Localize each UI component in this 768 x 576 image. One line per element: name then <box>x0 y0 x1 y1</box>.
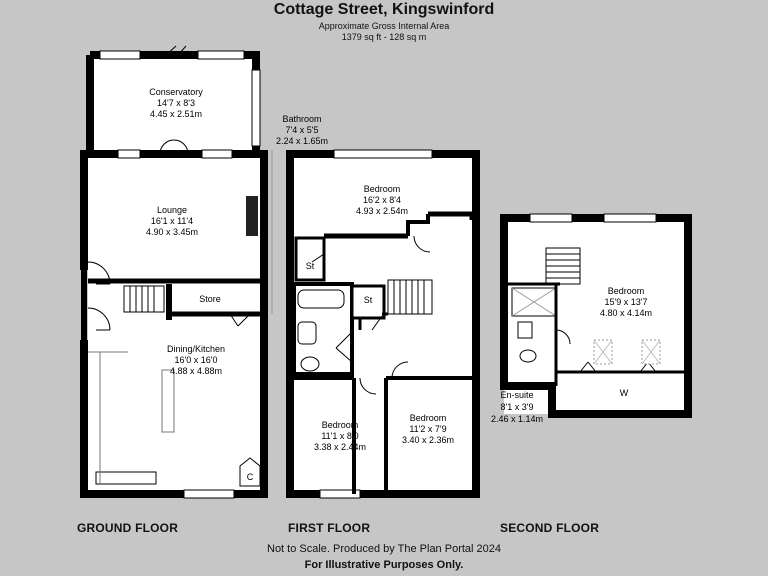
room-imperial: 14'7 x 8'3 <box>157 98 195 108</box>
room-store-label: Store <box>199 294 221 304</box>
room-imperial: 8'1 x 3'9 <box>501 402 534 412</box>
room-name: Bedroom <box>322 420 359 430</box>
room-dining-kitchen: Dining/Kitchen 16'0 x 16'0 4.88 x 4.88m <box>167 344 225 376</box>
room-lounge: Lounge 16'1 x 11'4 4.90 x 3.45m <box>146 205 198 237</box>
ground-floor-label: GROUND FLOOR <box>77 521 179 535</box>
room-metric: 2.24 x 1.65m <box>276 136 328 146</box>
area-figure: 1379 sq ft - 128 sq m <box>341 32 427 42</box>
room-name: Lounge <box>157 205 187 215</box>
area-subtitle: Approximate Gross Internal Area <box>318 21 450 31</box>
plan-title: Cottage Street, Kingswinford <box>273 1 495 18</box>
room-en-suite: En-suite 8'1 x 3'9 2.46 x 1.14m <box>491 390 543 424</box>
room-name: Bathroom <box>282 114 321 124</box>
room-bedroom-3: Bedroom 11'2 x 7'9 3.40 x 2.36m <box>402 413 454 445</box>
room-bedroom-2: Bedroom 11'1 x 8'0 3.38 x 2.44m <box>314 420 366 452</box>
room-imperial: 15'9 x 13'7 <box>605 297 648 307</box>
second-floor-label: SECOND FLOOR <box>500 521 600 535</box>
disclaimer-illustrative: For Illustrative Purposes Only. <box>304 559 464 571</box>
room-name: Bedroom <box>608 286 645 296</box>
room-imperial: 16'0 x 16'0 <box>175 355 218 365</box>
room-metric: 4.45 x 2.51m <box>150 109 202 119</box>
room-name: Conservatory <box>149 87 203 97</box>
second-floor-plan <box>500 213 692 418</box>
room-st-2-label: St <box>364 295 373 305</box>
room-st-1-label: St <box>306 261 315 271</box>
room-metric: 4.88 x 4.88m <box>170 366 222 376</box>
room-cupboard-label: C <box>247 472 254 482</box>
room-metric: 4.93 x 2.54m <box>356 206 408 216</box>
room-metric: 4.80 x 4.14m <box>600 308 652 318</box>
room-imperial: 16'1 x 11'4 <box>151 216 193 226</box>
room-imperial: 11'1 x 8'0 <box>321 431 358 441</box>
room-bathroom: Bathroom 7'4 x 5'5 2.24 x 1.65m <box>276 114 328 146</box>
room-name: En-suite <box>500 390 533 400</box>
room-imperial: 16'2 x 8'4 <box>363 195 401 205</box>
room-imperial: 7'4 x 5'5 <box>286 125 319 135</box>
room-name: Dining/Kitchen <box>167 344 225 354</box>
disclaimer-scale: Not to Scale. Produced by The Plan Porta… <box>267 543 501 555</box>
ground-floor-plan <box>74 45 273 499</box>
room-metric: 3.38 x 2.44m <box>314 442 366 452</box>
room-wardrobe-label: W <box>620 388 629 398</box>
first-floor-label: FIRST FLOOR <box>288 521 371 535</box>
room-bedroom-1: Bedroom 16'2 x 8'4 4.93 x 2.54m <box>356 184 408 216</box>
room-imperial: 11'2 x 7'9 <box>409 424 446 434</box>
room-metric: 3.40 x 2.36m <box>402 435 454 445</box>
room-bedroom-4: Bedroom 15'9 x 13'7 4.80 x 4.14m <box>600 286 652 318</box>
room-metric: 2.46 x 1.14m <box>491 414 543 424</box>
first-floor-plan <box>286 149 480 499</box>
room-metric: 4.90 x 3.45m <box>146 227 198 237</box>
room-name: Bedroom <box>410 413 447 423</box>
room-name: Bedroom <box>364 184 401 194</box>
room-conservatory: Conservatory 14'7 x 8'3 4.45 x 2.51m <box>149 87 203 119</box>
